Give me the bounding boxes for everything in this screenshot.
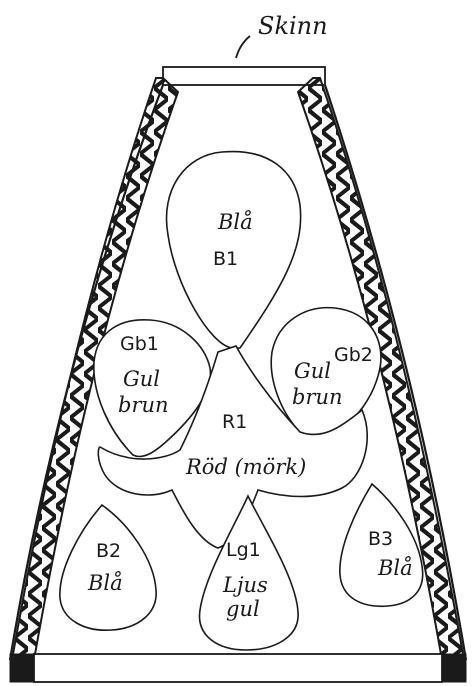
piece-b3-color: Blå: [377, 556, 413, 580]
piece-lg1-color-line1: Ljus: [222, 573, 268, 597]
piece-b2-color: Blå: [87, 571, 123, 595]
skin-label: Skinn: [258, 12, 328, 40]
bottom-right-corner: [441, 653, 467, 683]
piece-r1: [97, 345, 368, 549]
skin-leader-line: [235, 35, 251, 59]
left-outer-edge: [8, 84, 165, 661]
piece-b3-code: B3: [368, 528, 393, 550]
piece-b1-color: Blå: [217, 210, 253, 234]
piece-b2-code: B2: [96, 540, 121, 562]
piece-gb1-code: Gb1: [120, 333, 159, 355]
bottom-left-corner: [9, 653, 35, 683]
piece-lg1-code: Lg1: [226, 539, 261, 561]
piece-gb2-color-line1: Gul: [294, 359, 331, 383]
piece-gb2-code: Gb2: [334, 344, 373, 366]
piece-lg1: [198, 494, 299, 651]
piece-r1-color: Röd (mörk): [185, 455, 306, 479]
piece-r1-code: R1: [222, 411, 247, 433]
piece-lg1-color-line2: gul: [226, 597, 260, 621]
piece-b2: [59, 503, 157, 631]
right-outer-edge: [323, 84, 468, 661]
piece-b1: [165, 150, 302, 349]
piece-b3: [339, 482, 424, 608]
piece-gb1-color-line2: brun: [118, 393, 169, 417]
piece-gb1-color-line1: Gul: [123, 367, 160, 391]
piece-gb1: [93, 319, 212, 458]
piece-gb2-color-line2: brun: [292, 385, 343, 409]
top-band: [162, 66, 326, 86]
bottom-band: [33, 653, 443, 683]
piece-b1-code: B1: [213, 248, 238, 270]
